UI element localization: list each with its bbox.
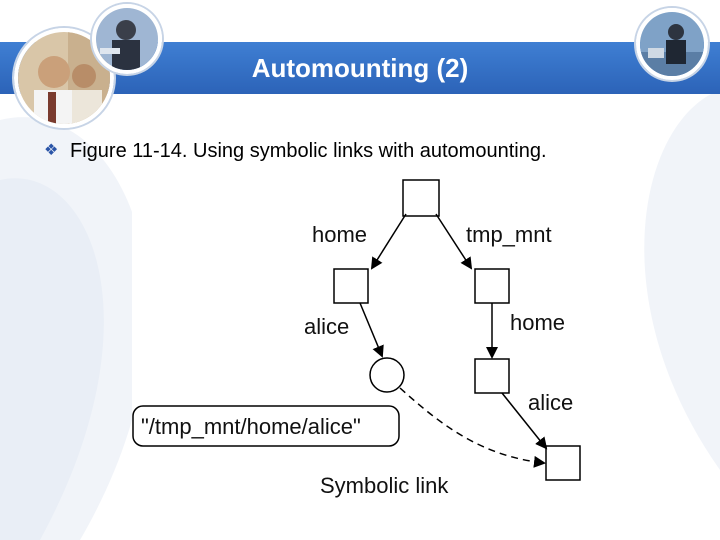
- node-tmp-mnt: [474, 268, 510, 304]
- node-mnt-home: [474, 358, 510, 394]
- label-mnt-home: home: [510, 310, 565, 335]
- photo-circle-center: [92, 4, 162, 74]
- photo-office-image: [640, 12, 704, 76]
- node-home: [333, 268, 369, 304]
- node-alice-link: [369, 357, 405, 393]
- label-alice: alice: [304, 314, 349, 339]
- photo-business-image: [96, 8, 158, 70]
- label-mnt-alice: alice: [528, 390, 573, 415]
- photo-circle-right: [636, 8, 708, 80]
- label-home: home: [312, 222, 367, 247]
- slide-title: Automounting (2): [251, 53, 469, 83]
- bullet-text: Figure 11-14. Using symbolic links with …: [70, 140, 547, 162]
- edge-root-home: [370, 213, 407, 270]
- node-root: [402, 179, 440, 217]
- symlink-diagram: home tmp_mnt alice home alice "/tmp_mnt/…: [132, 179, 581, 498]
- photo-circle-left: [14, 28, 114, 128]
- edge-home-alice: [359, 302, 384, 358]
- edge-mnt-home-alice: [501, 392, 548, 450]
- symlink-caption: Symbolic link: [320, 473, 449, 498]
- symlink-target-box: [132, 405, 400, 447]
- label-tmp-mnt: tmp_mnt: [466, 222, 552, 247]
- edge-symlink: [399, 387, 546, 468]
- symlink-target-text: "/tmp_mnt/home/alice": [141, 414, 361, 439]
- diamond-bullet-icon: ❖: [44, 142, 59, 159]
- figure-diagram: home tmp_mnt alice home alice "/tmp_mnt/…: [132, 176, 582, 500]
- photo-people-image: [18, 32, 110, 124]
- edge-root-tmp-mnt: [435, 213, 473, 270]
- node-mnt-home-alice: [545, 445, 581, 481]
- bullet-item: ❖ Figure 11-14. Using symbolic links with…: [44, 136, 547, 166]
